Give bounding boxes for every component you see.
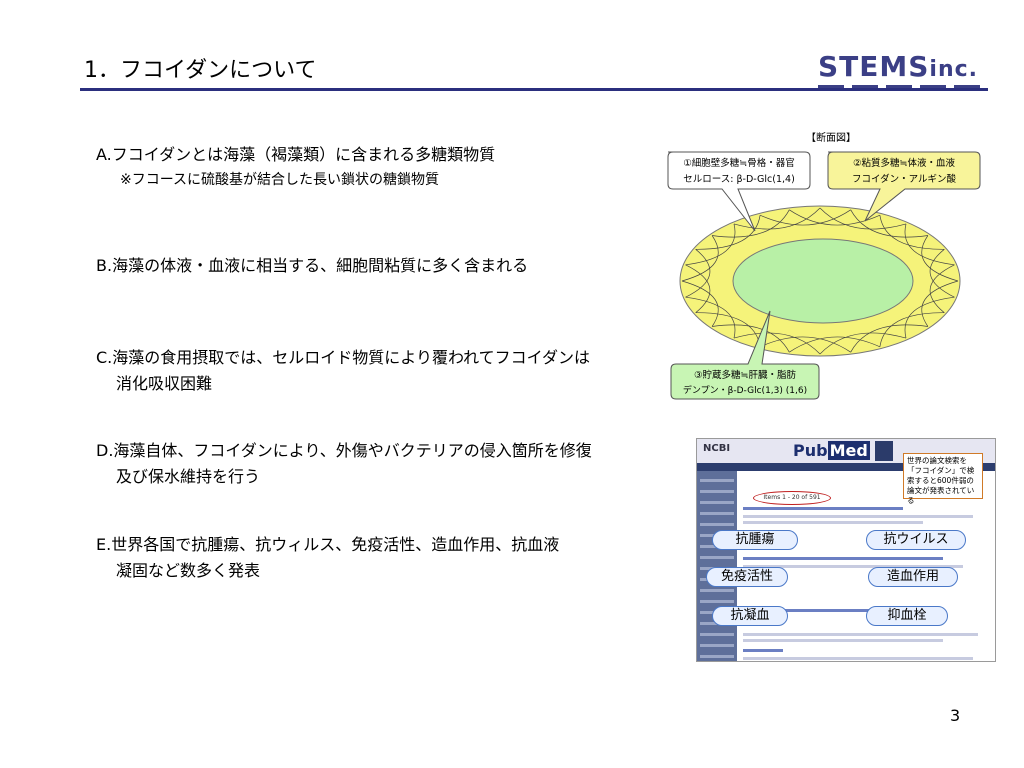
point-c: C.海藻の食用摂取では、セルロイド物質により覆われてフコイダンは 消化吸収困難 [96, 345, 590, 397]
mesh-strand [685, 249, 711, 298]
point-c-text-cont: 消化吸収困難 [116, 374, 213, 393]
effect-tag-anticoagulant: 抗凝血 [712, 606, 788, 626]
mesh-strand [685, 296, 736, 339]
page-number: 3 [950, 706, 961, 725]
point-c-text: C.海藻の食用摂取では、セルロイド物質により覆われてフコイダンは [96, 348, 591, 367]
callout-mucilage-line2: フコイダン・アルギン酸 [852, 173, 957, 185]
callout-cell-wall [667, 151, 811, 232]
callout-mucilage [827, 151, 981, 222]
mesh-strand [819, 332, 907, 355]
effect-tag-antitumor: 抗腫瘍 [712, 530, 798, 550]
result-row [743, 657, 973, 660]
result-row [743, 649, 783, 652]
effect-tag-immune: 免疫活性 [706, 567, 788, 587]
point-d-text: D.海藻自体、フコイダンにより、外傷やバクテリアの侵入箇所を修復 [96, 441, 592, 460]
effect-tag-antiviral: 抗ウイルス [866, 530, 966, 550]
callout-storage [670, 310, 820, 400]
cell-core [732, 238, 914, 324]
mesh-strand [904, 223, 955, 266]
ncbi-label: NCBI [703, 443, 731, 454]
point-a: A.フコイダンとは海藻（褐藻類）に含まれる多糖類物質 ※フコースに硫酸基が結合し… [96, 142, 495, 192]
mesh-strand [879, 215, 945, 250]
company-logo: STEMSinc. [818, 50, 990, 92]
mesh-strand [789, 336, 881, 353]
result-row [743, 521, 923, 524]
mesh-strand [904, 296, 955, 339]
point-b-text: B.海藻の体液・血液に相当する、細胞間粘質に多く含まれる [96, 256, 529, 275]
result-row [743, 565, 963, 568]
effect-tag-hematopoietic: 造血作用 [868, 567, 958, 587]
pubmed-tab-bar [697, 463, 995, 471]
mesh-strand [921, 235, 959, 282]
result-count: Items 1 - 20 of 591 [753, 491, 831, 505]
mesh-strand [789, 209, 881, 226]
callout-storage-line2: デンプン・β-D-Glc(1,3) (1,6) [683, 384, 807, 396]
mesh-strand [879, 312, 945, 347]
callout-mucilage-line1: ②粘質多糖≒体液・血液 [853, 157, 955, 169]
mesh-strand [819, 207, 907, 230]
mesh-strand [929, 264, 955, 313]
mesh-strand [850, 209, 928, 238]
mesh-strand [929, 249, 955, 298]
mesh-strand [733, 332, 821, 355]
diagram-title: 【断面図】 [806, 131, 856, 144]
mesh-strand [681, 280, 719, 327]
mesh-strand [759, 336, 851, 353]
callout-cell-wall-line2: セルロース: β-D-Glc(1,4) [683, 174, 795, 185]
callout-cell-wall-line1: ①細胞壁多糖≒骨格・器官 [683, 157, 795, 169]
point-e-text: E.世界各国で抗腫瘍、抗ウィルス、免疫活性、造血作用、抗血液 [96, 535, 560, 554]
result-row [743, 633, 978, 636]
result-row [743, 639, 943, 642]
result-row [743, 557, 943, 560]
result-row [743, 609, 923, 612]
point-e-text-cont: 凝固など数多く発表 [116, 561, 261, 580]
cross-section-diagram: 【断面図】 ①細胞壁多糖≒骨格・器官 セルロース: β-D-Glc(1,4) ②… [667, 131, 981, 400]
mesh-strand [695, 215, 761, 250]
mesh-strand [921, 280, 959, 327]
point-d: D.海藻自体、フコイダンにより、外傷やバクテリアの侵入箇所を修復 及び保水維持を… [96, 438, 592, 490]
mesh-strand [850, 324, 928, 353]
mesh-strand [712, 209, 790, 238]
logo-bars [818, 85, 990, 88]
slide-title: 1．フコイダンについて [84, 58, 317, 83]
logo-text: STEMS [818, 50, 930, 83]
point-a-text: A.フコイダンとは海藻（褐藻類）に含まれる多糖類物質 [96, 145, 496, 164]
mesh-strand [685, 223, 736, 266]
search-note-callout: 世界の論文検索を「フコイダン」で検索すると600件弱の論文が発表されている [903, 453, 983, 505]
mesh-strand [712, 324, 790, 353]
point-e: E.世界各国で抗腫瘍、抗ウィルス、免疫活性、造血作用、抗血液 凝固など数多く発表 [96, 532, 559, 584]
mesh-strand [733, 207, 821, 230]
point-d-text-cont: 及び保水維持を行う [116, 467, 261, 486]
effect-tag-antithrombotic: 抑血栓 [866, 606, 948, 626]
callout-storage-line1: ③貯蔵多糖≒肝臓・脂肪 [694, 369, 796, 381]
mesh-strand [759, 209, 851, 226]
nlm-icon [875, 441, 893, 461]
logo-suffix: inc. [929, 57, 979, 82]
polysaccharide-mesh [681, 207, 959, 355]
result-row [743, 507, 903, 510]
result-row [743, 515, 973, 518]
title-rule [80, 88, 988, 91]
mesh-strand [681, 235, 719, 282]
point-b: B.海藻の体液・血液に相当する、細胞間粘質に多く含まれる [96, 253, 528, 279]
mesh-strand [685, 264, 711, 313]
point-a-note: ※フコースに硫酸基が結合した長い鎖状の糖鎖物質 [120, 172, 440, 188]
